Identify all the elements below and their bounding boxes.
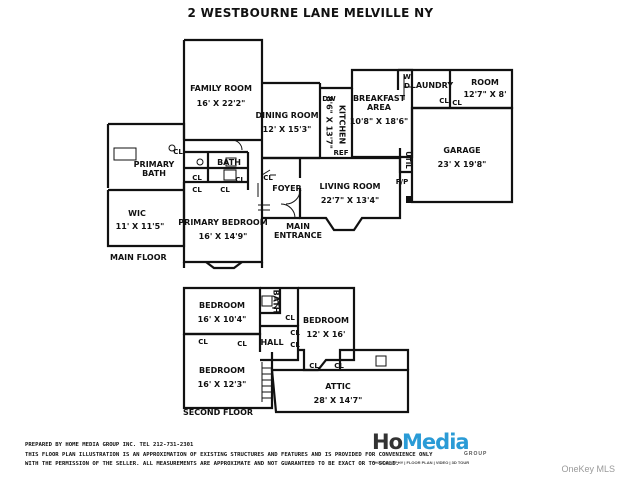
disclaimer-line-2: THIS FLOOR PLAN ILLUSTRATION IS AN APPRO… [25,451,433,458]
hall-closet-tag-2: CL [290,341,300,349]
breakfast-area-name: BREAKFAST AREA [352,94,406,112]
logo-tagline: PHOTOGRAPHY | FLOOR PLAN | VIDEO | 3D TO… [372,460,470,465]
logo-group: GROUP [464,451,488,457]
wall-dining-room [262,81,320,160]
garage-dims: 23' X 19'8" [437,160,487,169]
closet-tag-5: CL [263,174,273,182]
attic-dims: 28' X 14'7" [313,396,363,405]
utility-tag: UTIL [404,151,412,169]
bath-name: BATH [217,158,241,167]
closet-tag-1: CL [192,174,202,182]
wall-garage [410,106,514,204]
disclaimer-line-3: WITH THE PERMISSION OF THE SELLER. ALL M… [25,461,399,468]
wic-dims: 11' X 11'5" [115,222,165,231]
primary-bedroom-name: PRIMARY BEDROOM [178,218,268,227]
primary-bath-name: PRIMARY BATH [133,160,175,178]
closet-tag-4: CL [235,176,245,184]
main-entrance-name: MAIN ENTRANCE [274,222,322,240]
bedroom-b-name: BEDROOM [303,316,349,325]
breakfast-area-dims: 10'8" X 18'6" [349,117,409,126]
second-floor-label: SECOND FLOOR [183,408,254,417]
wic-name: WIC [128,209,146,218]
wall-attic [270,368,410,414]
garage-post [406,196,413,203]
laundry-closet-a-tag: CL [439,97,449,105]
wall-living-room [298,156,402,232]
disclaimer: PREPARED BY HOME MEDIA GROUP INC. TEL 21… [25,441,433,470]
mls-watermark: OneKey MLS [561,464,615,474]
wall-bedroom-a [182,286,262,336]
bedroom-a-name: BEDROOM [199,301,245,310]
wall-bath [184,138,262,190]
washer-tag: W [403,73,411,81]
wall-breakfast [320,68,414,159]
room-name: ROOM [471,78,499,87]
fireplace-tag: F/P [395,178,409,186]
wall-primary-bath [106,122,186,190]
wall-hall [260,324,300,362]
attic-name: ATTIC [325,382,351,391]
primary-bedroom-dims: 16' X 14'9" [198,232,248,241]
closet-tag-2: CL [192,186,202,194]
main-floor-label: MAIN FLOOR [110,253,167,262]
bedroom-c-name: BEDROOM [199,366,245,375]
logo-word-b: Media [402,430,470,454]
laundry-closet-b-tag: CL [452,99,462,107]
wall-family-room [184,38,264,158]
wall-bedroom-b [298,286,356,372]
hall-closet-tag-1: CL [290,329,300,337]
bedroom-closet-tag-3: CL [309,362,319,370]
laundry-name: LAUNDRY [410,81,454,90]
home-media-logo: HoMedia GROUP PHOTOGRAPHY | FLOOR PLAN |… [372,430,522,472]
bedroom-closet-tag-4: CL [334,362,344,370]
bedroom-closet-tag-1: CL [198,338,208,346]
logo-wordmark: HoMedia [372,430,470,454]
living-room-name: LIVING ROOM [319,182,381,191]
bedroom-b-dims: 12' X 16' [306,330,346,339]
dining-room-name: DINING ROOM [255,111,319,120]
bedroom-a-dims: 16' X 10'4" [197,315,247,324]
bath-2-name: BATH [271,289,281,314]
family-room-name: FAMILY ROOM [190,84,252,93]
disclaimer-line-1: PREPARED BY HOME MEDIA GROUP INC. TEL 21… [25,442,194,448]
dishwasher-tag: DW [322,95,336,103]
living-room-dims: 22'7" X 13'4" [320,196,380,205]
refrigerator-tag: REF [333,149,349,157]
hall-name: HALL [260,338,284,347]
garage-name: GARAGE [443,146,481,155]
bath-closet-tag: CL [285,314,295,322]
page-title: 2 WESTBOURNE LANE MELVILLE NY [187,6,434,20]
closet-tag-6: CL [173,148,183,156]
bedroom-c-dims: 16' X 12'3" [197,380,247,389]
wall-wic [106,188,186,248]
closet-tag-3: CL [220,186,230,194]
room-dims: 12'7" X 8' [463,90,507,99]
kitchen-name: KITCHEN [337,104,347,145]
bedroom-closet-tag-2: CL [237,340,247,348]
family-room-dims: 16' X 22'2" [196,99,246,108]
foyer-name: FOYER [272,184,302,193]
logo-word-a: Ho [372,430,403,454]
dryer-tag: D [404,82,410,90]
dining-room-dims: 12' X 15'3" [262,125,312,134]
kitchen-dims: 8'6" X 13'7" [324,96,334,149]
